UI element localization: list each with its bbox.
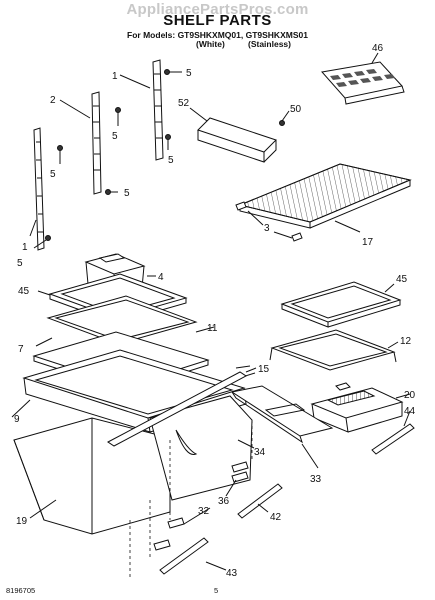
callout-label: 46 <box>372 43 384 54</box>
callout-label: 19 <box>16 516 28 527</box>
drawer-cover <box>230 385 334 469</box>
wire-shelf <box>238 163 412 233</box>
callout-label: 3 <box>264 223 270 234</box>
crisper-drawer <box>13 395 253 535</box>
variant-white: (White) <box>196 39 225 49</box>
screw-icon <box>33 69 290 249</box>
callout-label: 2 <box>50 95 56 106</box>
callout-label: 12 <box>400 336 412 347</box>
callout-label: 5 <box>112 131 118 142</box>
shelf-ladder-right <box>152 59 164 161</box>
shelf-ladder-left <box>33 127 45 251</box>
page-number: 5 <box>214 586 219 595</box>
callout-label: 42 <box>270 512 282 523</box>
ice-bin <box>321 52 405 105</box>
watermark: AppliancePartsPros.com <box>126 1 309 18</box>
model-list: For Models: GT9SHKXMQ01, GT9SHKXMS01 <box>127 30 308 40</box>
callout-label: 5 <box>17 258 23 269</box>
callout-labels: 1 2 1 5 5 5 5 5 5 52 50 46 3 17 4 45 7 1… <box>14 43 416 579</box>
callout-label: 5 <box>186 68 192 79</box>
shelf-frame-right <box>269 329 399 371</box>
variant-stainless: (Stainless) <box>248 39 291 49</box>
callout-label: 52 <box>178 98 190 109</box>
callout-label: 44 <box>404 406 416 417</box>
meat-pan <box>310 382 411 433</box>
callout-label: 50 <box>290 104 302 115</box>
callout-label: 4 <box>158 272 164 283</box>
door-bin <box>189 107 277 163</box>
alignment-guide <box>129 420 253 580</box>
callout-label: 32 <box>198 506 210 517</box>
callout-label: 9 <box>14 414 20 425</box>
callout-label: 20 <box>404 390 416 401</box>
callout-label: 5 <box>50 169 56 180</box>
callout-label: 33 <box>310 474 322 485</box>
callout-label: 5 <box>124 188 130 199</box>
callout-label: 43 <box>226 568 238 579</box>
glass-shelf-right <box>280 281 402 328</box>
callout-label: 45 <box>18 286 30 297</box>
callout-label: 1 <box>22 242 28 253</box>
page-title: SHELF PARTS <box>163 12 272 29</box>
utility-bin <box>84 253 156 297</box>
shelf-frame-left <box>35 295 198 347</box>
callout-label: 1 <box>112 71 118 82</box>
callout-label: 17 <box>362 237 374 248</box>
callout-label: 5 <box>168 155 174 166</box>
callout-label: 7 <box>18 344 24 355</box>
doc-number: 8196705 <box>6 586 36 595</box>
shelf-ladder-middle <box>91 91 102 195</box>
callout-label: 11 <box>207 323 218 334</box>
callout-label: 45 <box>396 274 408 285</box>
callout-label: 34 <box>254 447 266 458</box>
callout-label: 15 <box>258 364 270 375</box>
callout-label: 36 <box>218 496 230 507</box>
